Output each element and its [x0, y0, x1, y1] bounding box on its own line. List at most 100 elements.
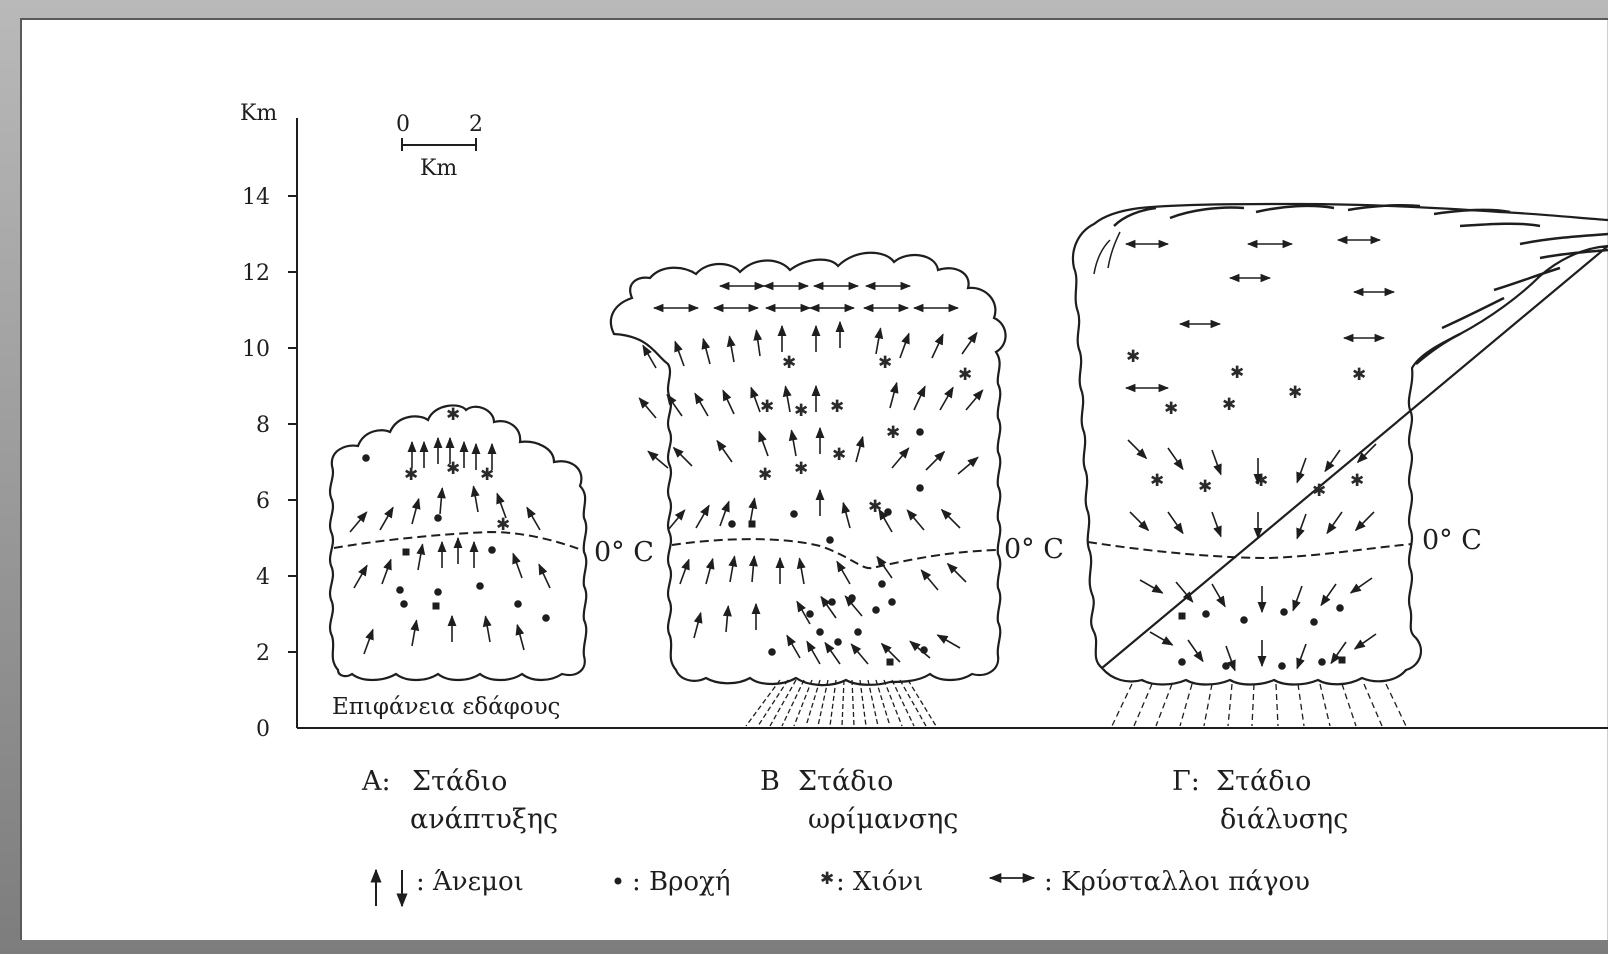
wind-arrow — [717, 441, 732, 462]
cloud-stage-b: ✱✱✱✱✱✱✱✱✱✱✱ — [611, 253, 1006, 726]
rain-mark — [806, 610, 814, 618]
wind-arrow — [1212, 512, 1221, 536]
freezing-level-label-a: 0° C — [594, 537, 654, 568]
wind-arrow — [799, 558, 804, 584]
scale-bar-end: 2 — [469, 112, 483, 137]
stage-a-title: Στάδιο — [412, 766, 507, 797]
stage-caption-b: Β Στάδιο ωρίμανσης — [760, 766, 958, 835]
scale-bar-unit: Km — [420, 156, 457, 181]
rain-mark — [854, 628, 862, 636]
rain-mark — [1222, 662, 1230, 670]
wind-arrow — [1128, 440, 1146, 458]
snow-mark: ✱ — [1352, 365, 1366, 385]
wind-arrow — [750, 498, 755, 524]
stage-a-subtitle: ανάπτυξης — [410, 804, 558, 835]
legend-rain-label: : Βροχή — [632, 867, 730, 897]
cloud-stage-c: ✱✱✱✱✱✱✱✱✱✱✱ — [1073, 204, 1608, 726]
rain-mark — [434, 588, 442, 596]
ground-surface-label: Επιφάνεια εδάφους — [332, 694, 560, 720]
wind-arrow — [751, 388, 760, 412]
snow-mark: ✱ — [1350, 471, 1364, 491]
snow-mark: ✱ — [446, 405, 460, 425]
wind-arrow — [1297, 514, 1306, 538]
rain-dot-icon — [615, 878, 622, 885]
snow-mark: ✱ — [1288, 383, 1302, 403]
wind-arrow — [1297, 458, 1306, 482]
wind-arrow — [513, 554, 522, 578]
legend-ice-label: : Κρύσταλλοι πάγου — [1044, 867, 1310, 897]
snow-mark: ✱ — [1126, 347, 1140, 367]
rain-mark — [916, 484, 924, 492]
wind-arrow — [1355, 634, 1376, 649]
wind-arrow — [696, 505, 709, 528]
rain-mark — [514, 600, 522, 608]
wind-arrow — [926, 452, 944, 470]
wind-arrow — [1140, 580, 1163, 593]
rain-mark — [916, 428, 924, 436]
wind-arrow — [706, 559, 713, 584]
rain-mark — [768, 648, 776, 656]
wind-arrow — [364, 630, 373, 654]
wind-arrow — [517, 625, 524, 650]
rain-mark — [476, 582, 484, 590]
stage-caption-c: Γ: Στάδιο διάλυσης — [1172, 766, 1348, 835]
wind-arrow — [876, 328, 881, 354]
wind-arrow — [1130, 512, 1148, 530]
wind-arrow — [921, 570, 938, 590]
stage-b-title: Στάδιο — [798, 766, 893, 797]
wind-arrow — [1356, 512, 1374, 530]
wind-arrow — [485, 616, 490, 642]
wind-arrow — [1212, 450, 1221, 474]
wind-arrow — [942, 510, 960, 528]
wind-arrow — [1188, 640, 1203, 661]
stage-caption-a: Α: Στάδιο ανάπτυξης — [361, 766, 558, 835]
wind-arrow — [1321, 584, 1336, 605]
wind-arrow — [756, 330, 760, 356]
wind-arrow — [382, 560, 391, 584]
snow-mark: ✱ — [958, 365, 972, 385]
rain-mark — [828, 598, 836, 606]
wind-arrow — [643, 345, 656, 368]
scale-bar-start: 0 — [396, 112, 410, 137]
freezing-level-label-c: 0° C — [1422, 525, 1482, 556]
wind-arrow — [720, 502, 729, 526]
freezing-level-label-b: 0° C — [1004, 534, 1064, 565]
snow-mark: ✱ — [1254, 471, 1268, 491]
wind-arrow — [418, 544, 423, 570]
rain-mark — [362, 454, 370, 462]
wind-arrow — [703, 339, 710, 364]
rain-mark — [884, 508, 892, 516]
axis-tick-label: 2 — [256, 641, 270, 666]
wind-arrow — [1327, 512, 1342, 533]
rain-mark — [1318, 658, 1326, 666]
axis-unit-label: Km — [240, 101, 277, 126]
rain-mark — [1240, 616, 1248, 624]
legend-winds-label: : Άνεμοι — [416, 867, 524, 897]
rain-mark — [878, 580, 886, 588]
snow-mark: ✱ — [1150, 471, 1164, 491]
wind-arrow — [1297, 644, 1306, 668]
snow-mark: ✱ — [1198, 477, 1212, 497]
wind-arrow — [907, 510, 924, 530]
stage-b-letter: Β — [760, 766, 780, 797]
wind-arrow — [791, 430, 796, 456]
rain-mark — [1278, 662, 1286, 670]
rain-mark — [1280, 608, 1288, 616]
axis-tick-label: 12 — [242, 261, 270, 286]
snow-mark: ✱ — [1222, 395, 1236, 415]
rain-mark — [400, 600, 408, 608]
wind-arrow — [1168, 448, 1183, 469]
stage-c-letter: Γ: — [1172, 766, 1200, 797]
snow-mark: ✱ — [830, 397, 844, 417]
stage-a-letter: Α: — [361, 766, 391, 797]
snow-mark: ✱ — [794, 401, 808, 421]
wind-arrow — [958, 457, 978, 474]
wind-arrow — [851, 644, 868, 664]
rain-shafts-c — [1112, 684, 1406, 726]
wind-arrow — [680, 560, 689, 584]
wind-arrow — [787, 635, 800, 658]
rain-mark — [403, 549, 410, 556]
wind-arrow — [723, 390, 734, 414]
wind-arrow — [807, 641, 820, 664]
wind-arrow — [966, 390, 983, 410]
